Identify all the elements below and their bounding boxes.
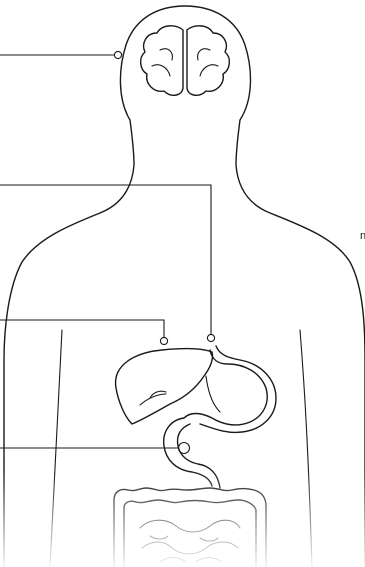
- intestine-icon: [114, 488, 266, 567]
- liver-icon: [116, 349, 213, 424]
- body-silhouette: [4, 6, 365, 567]
- right-arm-inner-line: [300, 330, 312, 567]
- leader-stomach: [0, 185, 211, 334]
- stomach-icon: [184, 346, 276, 432]
- node-brain: [114, 51, 121, 58]
- node-liver: [160, 337, 167, 344]
- brain-icon: [141, 26, 230, 95]
- leader-liver: [0, 320, 164, 337]
- callout-leader-lines: [0, 55, 211, 448]
- clipped-label-fragment: n: [360, 230, 365, 242]
- node-stomach: [207, 334, 214, 341]
